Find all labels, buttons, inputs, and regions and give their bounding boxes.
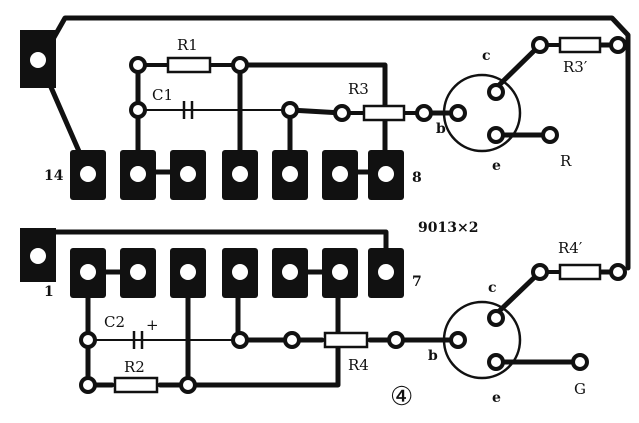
- capacitor-c1: [182, 101, 194, 119]
- ic-pad-2: [120, 248, 156, 298]
- ic-pad-10: [272, 150, 308, 200]
- mounting-tabs: [20, 30, 56, 282]
- transistor-bottom-body: [442, 300, 522, 380]
- label-c2-plus: +: [146, 316, 159, 334]
- pad-c2-right: [231, 331, 249, 349]
- transistor-top-pin-e: [487, 126, 505, 144]
- pad-output-R: [541, 126, 559, 144]
- transistor-bottom-pin-c: [487, 309, 505, 327]
- label-r4-prime: R4′: [558, 239, 583, 257]
- pad-r3-right: [415, 104, 433, 122]
- mounting-hole-bottom: [30, 248, 46, 264]
- ic-pad-8: [368, 150, 404, 200]
- label-top-c: c: [482, 48, 491, 64]
- label-output-G: G: [574, 380, 586, 398]
- pad-r2-left: [79, 376, 97, 394]
- label-r3-prime: R3′: [563, 58, 588, 76]
- ic-pad-11: [222, 150, 258, 200]
- resistor-r4: [323, 331, 369, 349]
- label-pin-7: 7: [412, 274, 422, 290]
- label-c1: C1: [152, 86, 173, 104]
- resistor-r1: [166, 56, 212, 74]
- label-pin-1: 1: [44, 284, 54, 300]
- ic-pad-9: [322, 150, 358, 200]
- pad-r4p-left: [531, 263, 549, 281]
- label-figure-number: ④: [390, 382, 413, 412]
- pad-mid-bottom: [283, 331, 301, 349]
- capacitor-c2: [132, 331, 144, 349]
- transistor-top: [442, 73, 522, 153]
- pad-r1-right: [231, 56, 249, 74]
- resistor-r3-prime: [558, 36, 602, 54]
- round-pads: [79, 36, 627, 394]
- transistor-bottom-pin-e: [487, 353, 505, 371]
- ic-pads-top-row: [70, 150, 404, 200]
- resistor-r4-prime: [558, 263, 602, 281]
- pad-r3-left: [333, 104, 351, 122]
- pad-r3p-left: [531, 36, 549, 54]
- ic-pad-3: [170, 248, 206, 298]
- ic-pad-14: [70, 150, 106, 200]
- resistor-r2: [113, 376, 159, 394]
- label-r4: R4: [348, 356, 369, 374]
- pad-c1-node: [281, 101, 299, 119]
- capacitors: [132, 101, 194, 349]
- label-c2: C2: [104, 313, 125, 331]
- label-pin-8: 8: [412, 170, 422, 186]
- label-pin-14: 14: [44, 168, 64, 184]
- transistor-top-pin-c: [487, 83, 505, 101]
- transistor-bottom: [442, 300, 522, 380]
- label-part-note: 9013×2: [418, 220, 478, 236]
- pad-c1-left: [129, 101, 147, 119]
- label-bot-c: c: [488, 280, 497, 296]
- label-bot-b: b: [428, 348, 438, 364]
- ic-pad-7: [368, 248, 404, 298]
- label-r3: R3: [348, 80, 369, 98]
- ic-pad-1: [70, 248, 106, 298]
- resistor-r3: [362, 104, 406, 122]
- label-r2: R2: [124, 358, 145, 376]
- pad-r3p-right: [609, 36, 627, 54]
- ic-pad-6: [322, 248, 358, 298]
- trace-bot-bus: [185, 269, 341, 388]
- ic-pad-13: [120, 150, 156, 200]
- label-top-b: b: [436, 121, 446, 137]
- resistors: [113, 36, 602, 394]
- transistor-top-pin-b: [449, 104, 467, 122]
- pad-c2-left: [79, 331, 97, 349]
- pad-r4p-right: [609, 263, 627, 281]
- ic-pads-bottom-row: [70, 248, 404, 298]
- trace-outer-loop: [37, 15, 631, 271]
- ic-pad-12: [170, 150, 206, 200]
- ic-pad-4: [222, 248, 258, 298]
- trace-r1-right-to-r3: [237, 62, 388, 175]
- label-r1: R1: [177, 36, 198, 54]
- ic-pad-5: [272, 248, 308, 298]
- mounting-hole-top: [30, 52, 46, 68]
- transistor-top-body: [442, 73, 522, 153]
- copper-traces: [37, 15, 631, 388]
- labels: R1 C1 R3 R3′ C2 + R2 R4 R4′ c b e c b e …: [44, 36, 588, 412]
- transistor-bottom-pin-b: [449, 331, 467, 349]
- label-top-e: e: [492, 158, 501, 174]
- pad-r4-right: [387, 331, 405, 349]
- pad-output-G: [571, 353, 589, 371]
- label-output-R: R: [560, 152, 572, 170]
- label-bot-e: e: [492, 390, 501, 406]
- pad-r1-left: [129, 56, 147, 74]
- pad-r2-right: [179, 376, 197, 394]
